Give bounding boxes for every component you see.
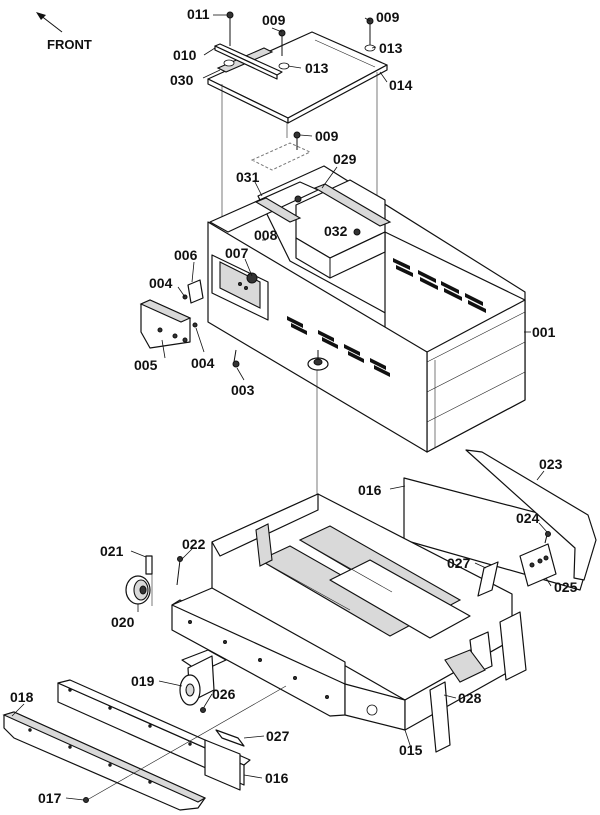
callout-023: 023 [539, 456, 563, 472]
callout-001: 001 [532, 324, 556, 340]
callout-011: 011 [187, 6, 210, 22]
callout-017: 017 [38, 790, 62, 806]
base-mount-bracket [255, 523, 273, 567]
callout-013: 013 [305, 60, 329, 76]
base-front-rail-top [171, 587, 346, 685]
callout-003: 003 [231, 382, 255, 398]
hidden-bracket [250, 142, 312, 171]
front-bumper-top [2, 711, 207, 803]
callout-008: 008 [254, 227, 278, 243]
top-rail [313, 183, 392, 227]
base-frame-assembly [171, 449, 597, 753]
callout-030: 030 [170, 72, 194, 88]
bumper-end-bracket [204, 739, 241, 791]
callout-024: 024 [516, 510, 540, 526]
callout-027: 027 [447, 555, 471, 571]
lower-trim-top [57, 679, 251, 766]
top-cover-edge-right [287, 64, 388, 124]
callout-009: 009 [262, 12, 286, 28]
caster-and-wheel-group [125, 555, 227, 713]
front-knob [307, 350, 329, 371]
vent-slots-back [393, 258, 486, 313]
switch-bracket [187, 279, 204, 304]
callout-014: 014 [389, 77, 413, 93]
callout-005: 005 [134, 357, 158, 373]
callout-022: 022 [182, 536, 206, 552]
callout-018: 018 [10, 689, 34, 705]
base-post [499, 611, 527, 681]
top-rail-left [254, 197, 302, 223]
front-orientation-arrow: FRONT [36, 12, 92, 52]
base-crossmember [329, 559, 471, 639]
small-clip [477, 561, 499, 597]
callout-032: 032 [324, 223, 348, 239]
callout-016: 016 [358, 482, 382, 498]
side-handle-top [139, 299, 192, 323]
callout-leaders [11, 14, 552, 801]
callout-028: 028 [458, 690, 482, 706]
callout-010: 010 [173, 47, 197, 63]
callout-021: 021 [100, 543, 124, 559]
callout-020: 020 [111, 614, 135, 630]
callout-007: 007 [225, 245, 249, 261]
cabinet-assembly [139, 131, 526, 600]
callout-016: 016 [265, 770, 289, 786]
callout-004: 004 [191, 355, 215, 371]
callout-004: 004 [149, 275, 173, 291]
washer-icon [223, 59, 235, 67]
washer-icon [364, 44, 376, 52]
side-trim-panel [465, 449, 597, 581]
bumper-group [2, 574, 287, 811]
washer-icon [278, 62, 290, 70]
callout-027: 027 [266, 728, 290, 744]
callout-031: 031 [236, 169, 260, 185]
callout-009: 009 [376, 9, 400, 25]
callout-029: 029 [333, 151, 357, 167]
base-latch [444, 649, 486, 683]
base-bracket [429, 681, 451, 753]
control-switch-icon [246, 272, 258, 284]
handle-bar-side [214, 45, 278, 80]
callout-025: 025 [554, 579, 578, 595]
callout-026: 026 [212, 686, 236, 702]
callout-013: 013 [379, 40, 403, 56]
callout-019: 019 [131, 673, 155, 689]
callout-006: 006 [174, 247, 198, 263]
callout-015: 015 [399, 742, 423, 758]
top-cover-plate [207, 31, 388, 119]
small-bracket [215, 729, 245, 747]
callout-009: 009 [315, 128, 339, 144]
thermostat-control [519, 543, 557, 587]
front-label: FRONT [47, 37, 92, 52]
vent-slots-front [287, 316, 390, 377]
top-cover-assembly [207, 11, 388, 232]
screw-icon [226, 11, 234, 19]
callout-labels: 001 003 004 004 005 006 007 008 009 009 … [10, 6, 578, 806]
